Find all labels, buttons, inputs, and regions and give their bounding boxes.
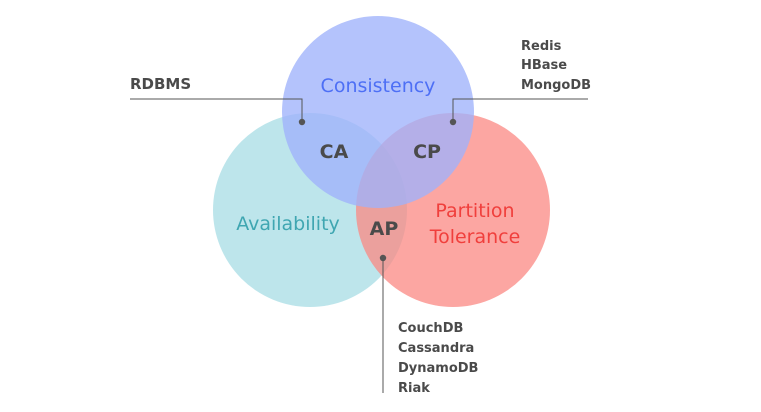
consistency-label: Consistency <box>321 75 436 97</box>
cp-leader-dot <box>449 118 457 126</box>
cp-callout-redis: Redis <box>521 39 562 54</box>
ap-callout-cassandra: Cassandra <box>398 341 474 356</box>
cp-leader-line <box>452 98 588 122</box>
cp-intersection-label: CP <box>413 141 441 163</box>
cp-callout-mongodb: MongoDB <box>521 78 591 93</box>
partition-label-line1: Partition <box>435 200 514 222</box>
ap-callout-riak: Riak <box>398 381 430 396</box>
ca-intersection-label: CA <box>320 141 349 163</box>
ca-leader-dot <box>298 118 306 126</box>
leader-lines <box>130 98 588 393</box>
availability-label: Availability <box>236 213 340 235</box>
ap-leader-dot <box>379 254 387 262</box>
ca-callout-rdbms: RDBMS <box>130 75 191 93</box>
cp-callout-hbase: HBase <box>521 58 567 73</box>
partition-label-line2: Tolerance <box>429 226 521 248</box>
ap-callout-dynamodb: DynamoDB <box>398 361 478 376</box>
ap-intersection-label: AP <box>370 218 399 240</box>
consistency-circle <box>282 16 474 208</box>
ap-callout-couchdb: CouchDB <box>398 321 463 336</box>
ca-leader-line <box>130 98 303 122</box>
